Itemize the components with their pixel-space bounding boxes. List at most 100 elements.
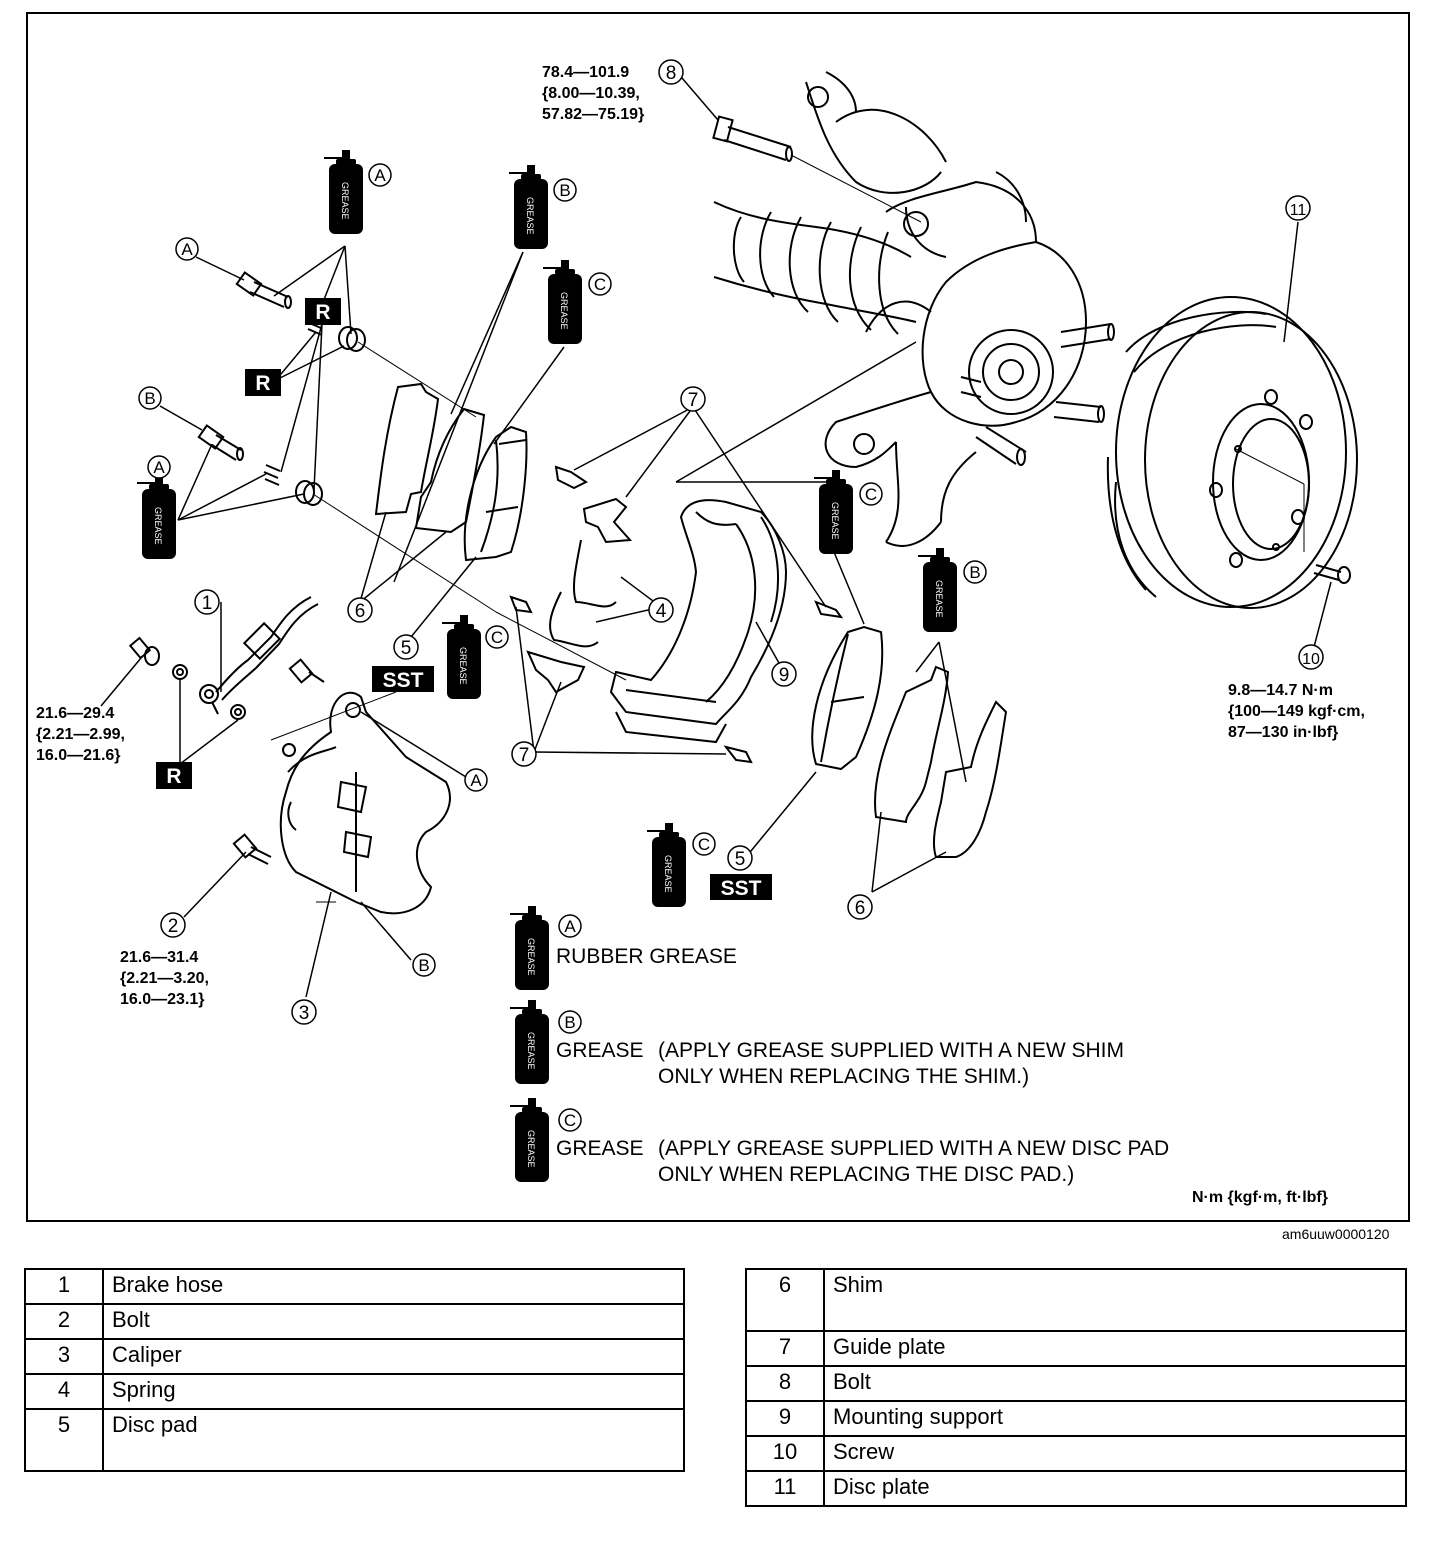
grease-label: GREASE	[525, 197, 535, 235]
callout-5: 5	[401, 638, 412, 659]
part-name: Spring	[102, 1373, 685, 1410]
torque-line: 16.0—23.1}	[120, 991, 205, 1008]
letter-a: A	[374, 166, 386, 185]
part-number: 9	[745, 1400, 825, 1437]
torque-line: 21.6—31.4	[120, 949, 199, 966]
callout-10: 10	[1302, 651, 1320, 668]
part-number: 7	[745, 1330, 825, 1367]
grease-label: GREASE	[830, 502, 840, 540]
steering-knuckle	[713, 71, 1115, 547]
callout-7: 7	[688, 390, 699, 411]
callout-9: 9	[779, 665, 790, 686]
disc-plate	[1106, 296, 1358, 609]
grease-label: GREASE	[526, 938, 536, 976]
torque-line: 57.82—75.19}	[542, 106, 645, 123]
callout-11: 11	[1290, 202, 1307, 219]
torque-line: 21.6—29.4	[36, 705, 115, 722]
torque-line: 16.0—21.6}	[36, 747, 121, 764]
torque-line: {100—149 kgf·cm,	[1228, 703, 1365, 720]
note-line: (APPLY GREASE SUPPLIED WITH A NEW SHIM	[658, 1039, 1124, 1062]
replace-mark-r: R	[315, 301, 330, 324]
letter-b: B	[559, 181, 570, 200]
part-number: 5	[24, 1408, 104, 1472]
note-c-text: (APPLY GREASE SUPPLIED WITH A NEW DISC P…	[658, 1136, 1169, 1188]
torque-bolt-2: 21.6—31.4 {2.21—3.20, 16.0—23.1}	[120, 947, 209, 1010]
torque-line: {2.21—3.20,	[120, 970, 209, 987]
part-name: Bolt	[823, 1365, 1407, 1402]
replace-mark-r: R	[255, 372, 270, 395]
torque-line: {8.00—10.39,	[542, 85, 640, 102]
callout-3: 3	[299, 1003, 310, 1024]
letter-circles	[138, 163, 987, 1132]
replace-mark-r: R	[166, 765, 181, 788]
torque-bolt-8: 78.4—101.9 {8.00—10.39, 57.82—75.19}	[542, 62, 644, 125]
part-name: Shim	[823, 1268, 1407, 1332]
sst-mark: SST	[383, 669, 424, 692]
torque-line: 9.8—14.7 N·m	[1228, 682, 1333, 699]
note-b-text: (APPLY GREASE SUPPLIED WITH A NEW SHIM O…	[658, 1038, 1124, 1090]
letter-c: C	[865, 485, 877, 504]
torque-line: {2.21—2.99,	[36, 726, 125, 743]
callout-circles	[160, 59, 1324, 1025]
part-name: Guide plate	[823, 1330, 1407, 1367]
part-name: Disc plate	[823, 1470, 1407, 1507]
note-c-word: GREASE	[556, 1137, 644, 1160]
grease-label: GREASE	[526, 1130, 536, 1168]
callout-7: 7	[519, 745, 530, 766]
part-name: Brake hose	[102, 1268, 685, 1305]
callout-4: 4	[656, 601, 667, 622]
bolt-8	[712, 115, 922, 223]
brake-hose	[199, 596, 319, 715]
letter-a: A	[181, 240, 193, 259]
caliper	[279, 691, 451, 915]
grease-label: GREASE	[526, 1032, 536, 1070]
callout-6: 6	[355, 601, 366, 622]
leader-lines	[100, 77, 1332, 998]
part-name: Bolt	[102, 1303, 685, 1340]
torque-line: 87—130 in·lbf}	[1228, 724, 1339, 741]
callout-5: 5	[735, 849, 746, 870]
note-b-word: GREASE	[556, 1039, 644, 1062]
callout-1: 1	[202, 593, 213, 614]
letter-c: C	[594, 275, 606, 294]
part-number: 10	[745, 1435, 825, 1472]
part-number: 1	[24, 1268, 104, 1305]
torque-screw-10: 9.8—14.7 N·m {100—149 kgf·cm, 87—130 in·…	[1228, 680, 1365, 743]
grease-label: GREASE	[559, 292, 569, 330]
pads-and-shims	[374, 382, 1008, 858]
grease-can-labels: GREASE GREASE GREASE GREASE GREASE GREAS…	[153, 182, 944, 1168]
part-number: 11	[745, 1470, 825, 1507]
torque-brake-hose: 21.6—29.4 {2.21—2.99, 16.0—21.6}	[36, 703, 125, 766]
letter-b: B	[418, 956, 429, 975]
part-number: 8	[745, 1365, 825, 1402]
letter-c: C	[564, 1111, 576, 1130]
callout-8: 8	[666, 63, 677, 84]
letter-b: B	[564, 1013, 575, 1032]
grease-label: GREASE	[934, 580, 944, 618]
part-name: Caliper	[102, 1338, 685, 1375]
letter-a: A	[564, 917, 576, 936]
unit-note: N·m {kgf·m, ft·lbf}	[1192, 1189, 1328, 1206]
figure-id: am6uuw0000120	[1282, 1226, 1390, 1242]
grease-label: GREASE	[663, 855, 673, 893]
grease-label: GREASE	[153, 507, 163, 545]
note-line: ONLY WHEN REPLACING THE SHIM.)	[658, 1065, 1030, 1088]
torque-line: 78.4—101.9	[542, 64, 630, 81]
letter-b: B	[144, 389, 155, 408]
part-name: Disc pad	[102, 1408, 685, 1472]
sst-mark: SST	[721, 877, 762, 900]
part-number: 6	[745, 1268, 825, 1332]
callout-2: 2	[168, 916, 179, 937]
letter-b: B	[969, 563, 980, 582]
part-name: Mounting support	[823, 1400, 1407, 1437]
grease-label: GREASE	[458, 647, 468, 685]
part-number: 2	[24, 1303, 104, 1340]
